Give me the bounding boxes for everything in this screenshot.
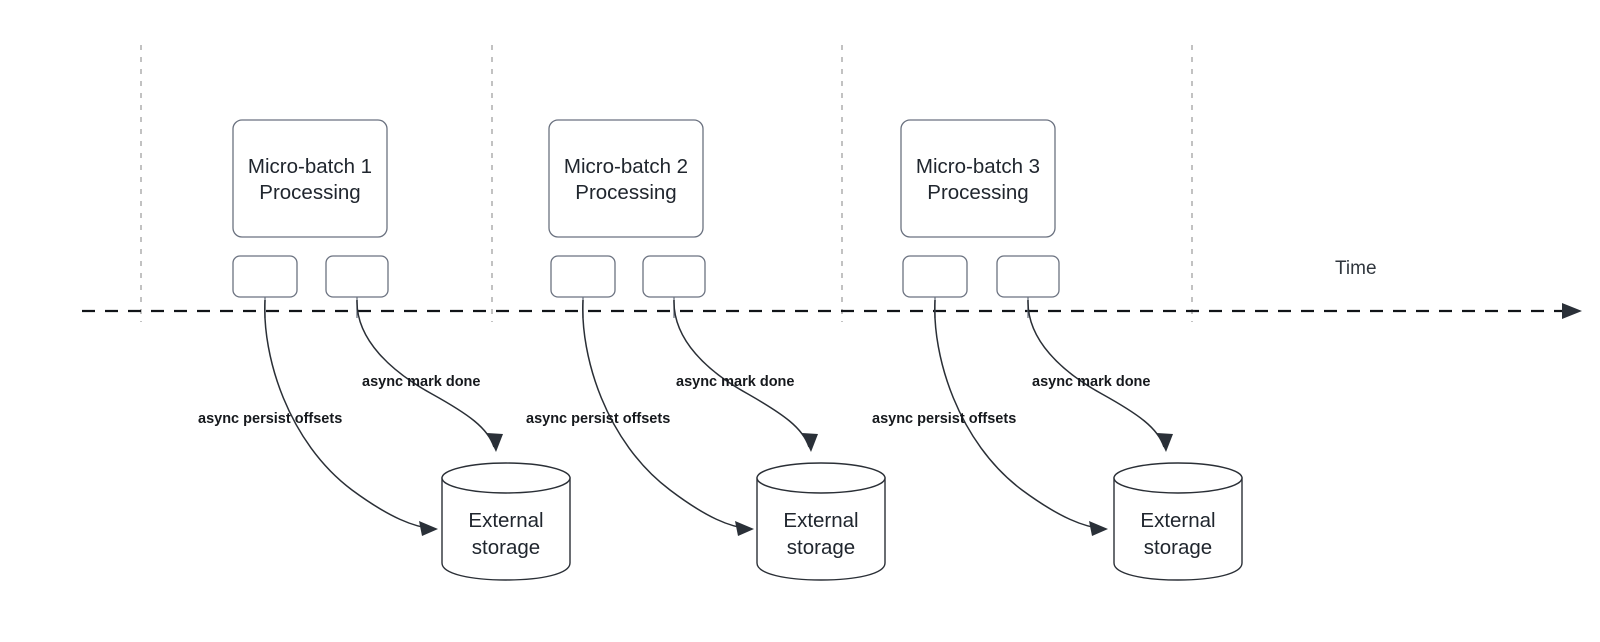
external-storage-2-label-line2: storage	[787, 536, 855, 559]
micro-batch-1-persist-offsets-label: async persist offsets	[198, 411, 342, 427]
time-axis-label: Time	[1335, 258, 1377, 279]
micro-batch-2-persist-offsets-curve	[582, 299, 751, 530]
micro-batch-1-persist-offsets-arrowhead	[419, 521, 438, 536]
micro-batch-2-mark-done-label: async mark done	[676, 374, 794, 390]
micro-batch-3-markdone-tick-box[interactable]	[996, 255, 1060, 298]
external-storage-2-top-ellipse	[756, 462, 886, 494]
external-storage-2-body	[756, 477, 886, 581]
micro-batch-3-processing-box[interactable]	[900, 119, 1056, 238]
micro-batch-1-mark-done-arrowhead	[487, 433, 503, 452]
time-axis-arrowhead	[1562, 303, 1582, 319]
micro-batch-1-processing-box[interactable]	[232, 119, 388, 238]
external-storage-1-label-line2: storage	[472, 536, 540, 559]
external-storage-3-label-line2: storage	[1144, 536, 1212, 559]
micro-batch-2-processing-box[interactable]	[548, 119, 704, 238]
external-storage-3-body	[1113, 477, 1243, 581]
micro-batch-3-mark-done-label: async mark done	[1032, 374, 1150, 390]
micro-batch-1-persist-offsets-curve	[264, 299, 435, 530]
batch-group-2: Micro-batch 2 Processing async persist o…	[526, 119, 886, 581]
micro-batch-3-persist-offsets-label: async persist offsets	[872, 411, 1016, 427]
external-storage-1-body	[441, 477, 571, 581]
time-axis: Time	[82, 258, 1582, 319]
micro-batch-1-label-line1: Micro-batch 1	[248, 155, 372, 178]
micro-batch-2-markdone-tick-box[interactable]	[642, 255, 706, 298]
external-storage-3-label-line1: External	[1140, 509, 1215, 532]
external-storage-1-label-line1: External	[468, 509, 543, 532]
micro-batch-2-mark-done-curve	[673, 299, 810, 448]
micro-batch-2-persist-offsets-arrowhead	[735, 521, 754, 536]
micro-batch-3-mark-done-arrowhead	[1157, 433, 1173, 452]
micro-batch-2-label-line2: Processing	[575, 181, 676, 204]
external-storage-3-top-ellipse	[1113, 462, 1243, 494]
micro-batch-3-label-line2: Processing	[927, 181, 1028, 204]
external-storage-2-label-line1: External	[783, 509, 858, 532]
micro-batch-1-persist-tick-box[interactable]	[232, 255, 298, 298]
micro-batch-2-persist-offsets-label: async persist offsets	[526, 411, 670, 427]
micro-batch-1-mark-done-label: async mark done	[362, 374, 480, 390]
batch-boundary-guides	[140, 45, 1193, 322]
micro-batch-3-persist-tick-box[interactable]	[902, 255, 968, 298]
micro-batch-2-label-line1: Micro-batch 2	[564, 155, 688, 178]
micro-batch-2-persist-tick-box[interactable]	[550, 255, 616, 298]
external-storage-1-top-ellipse	[441, 462, 571, 494]
micro-batch-1-markdone-tick-box[interactable]	[325, 255, 389, 298]
batch-group-1: Micro-batch 1 Processing async persist o…	[198, 119, 571, 581]
micro-batch-2-mark-done-arrowhead	[802, 433, 818, 452]
micro-batch-3-label-line1: Micro-batch 3	[916, 155, 1040, 178]
micro-batch-1-mark-done-curve	[356, 299, 495, 448]
micro-batch-2-external-storage[interactable]: External storage	[756, 462, 886, 581]
micro-batch-3-mark-done-curve	[1027, 299, 1165, 448]
micro-batch-3-persist-offsets-curve	[934, 299, 1105, 530]
micro-batch-1-external-storage[interactable]: External storage	[441, 462, 571, 581]
micro-batch-1-label-line2: Processing	[259, 181, 360, 204]
batch-group-3: Micro-batch 3 Processing async persist o…	[872, 119, 1243, 581]
micro-batch-3-persist-offsets-arrowhead	[1089, 521, 1108, 536]
micro-batch-3-external-storage[interactable]: External storage	[1113, 462, 1243, 581]
